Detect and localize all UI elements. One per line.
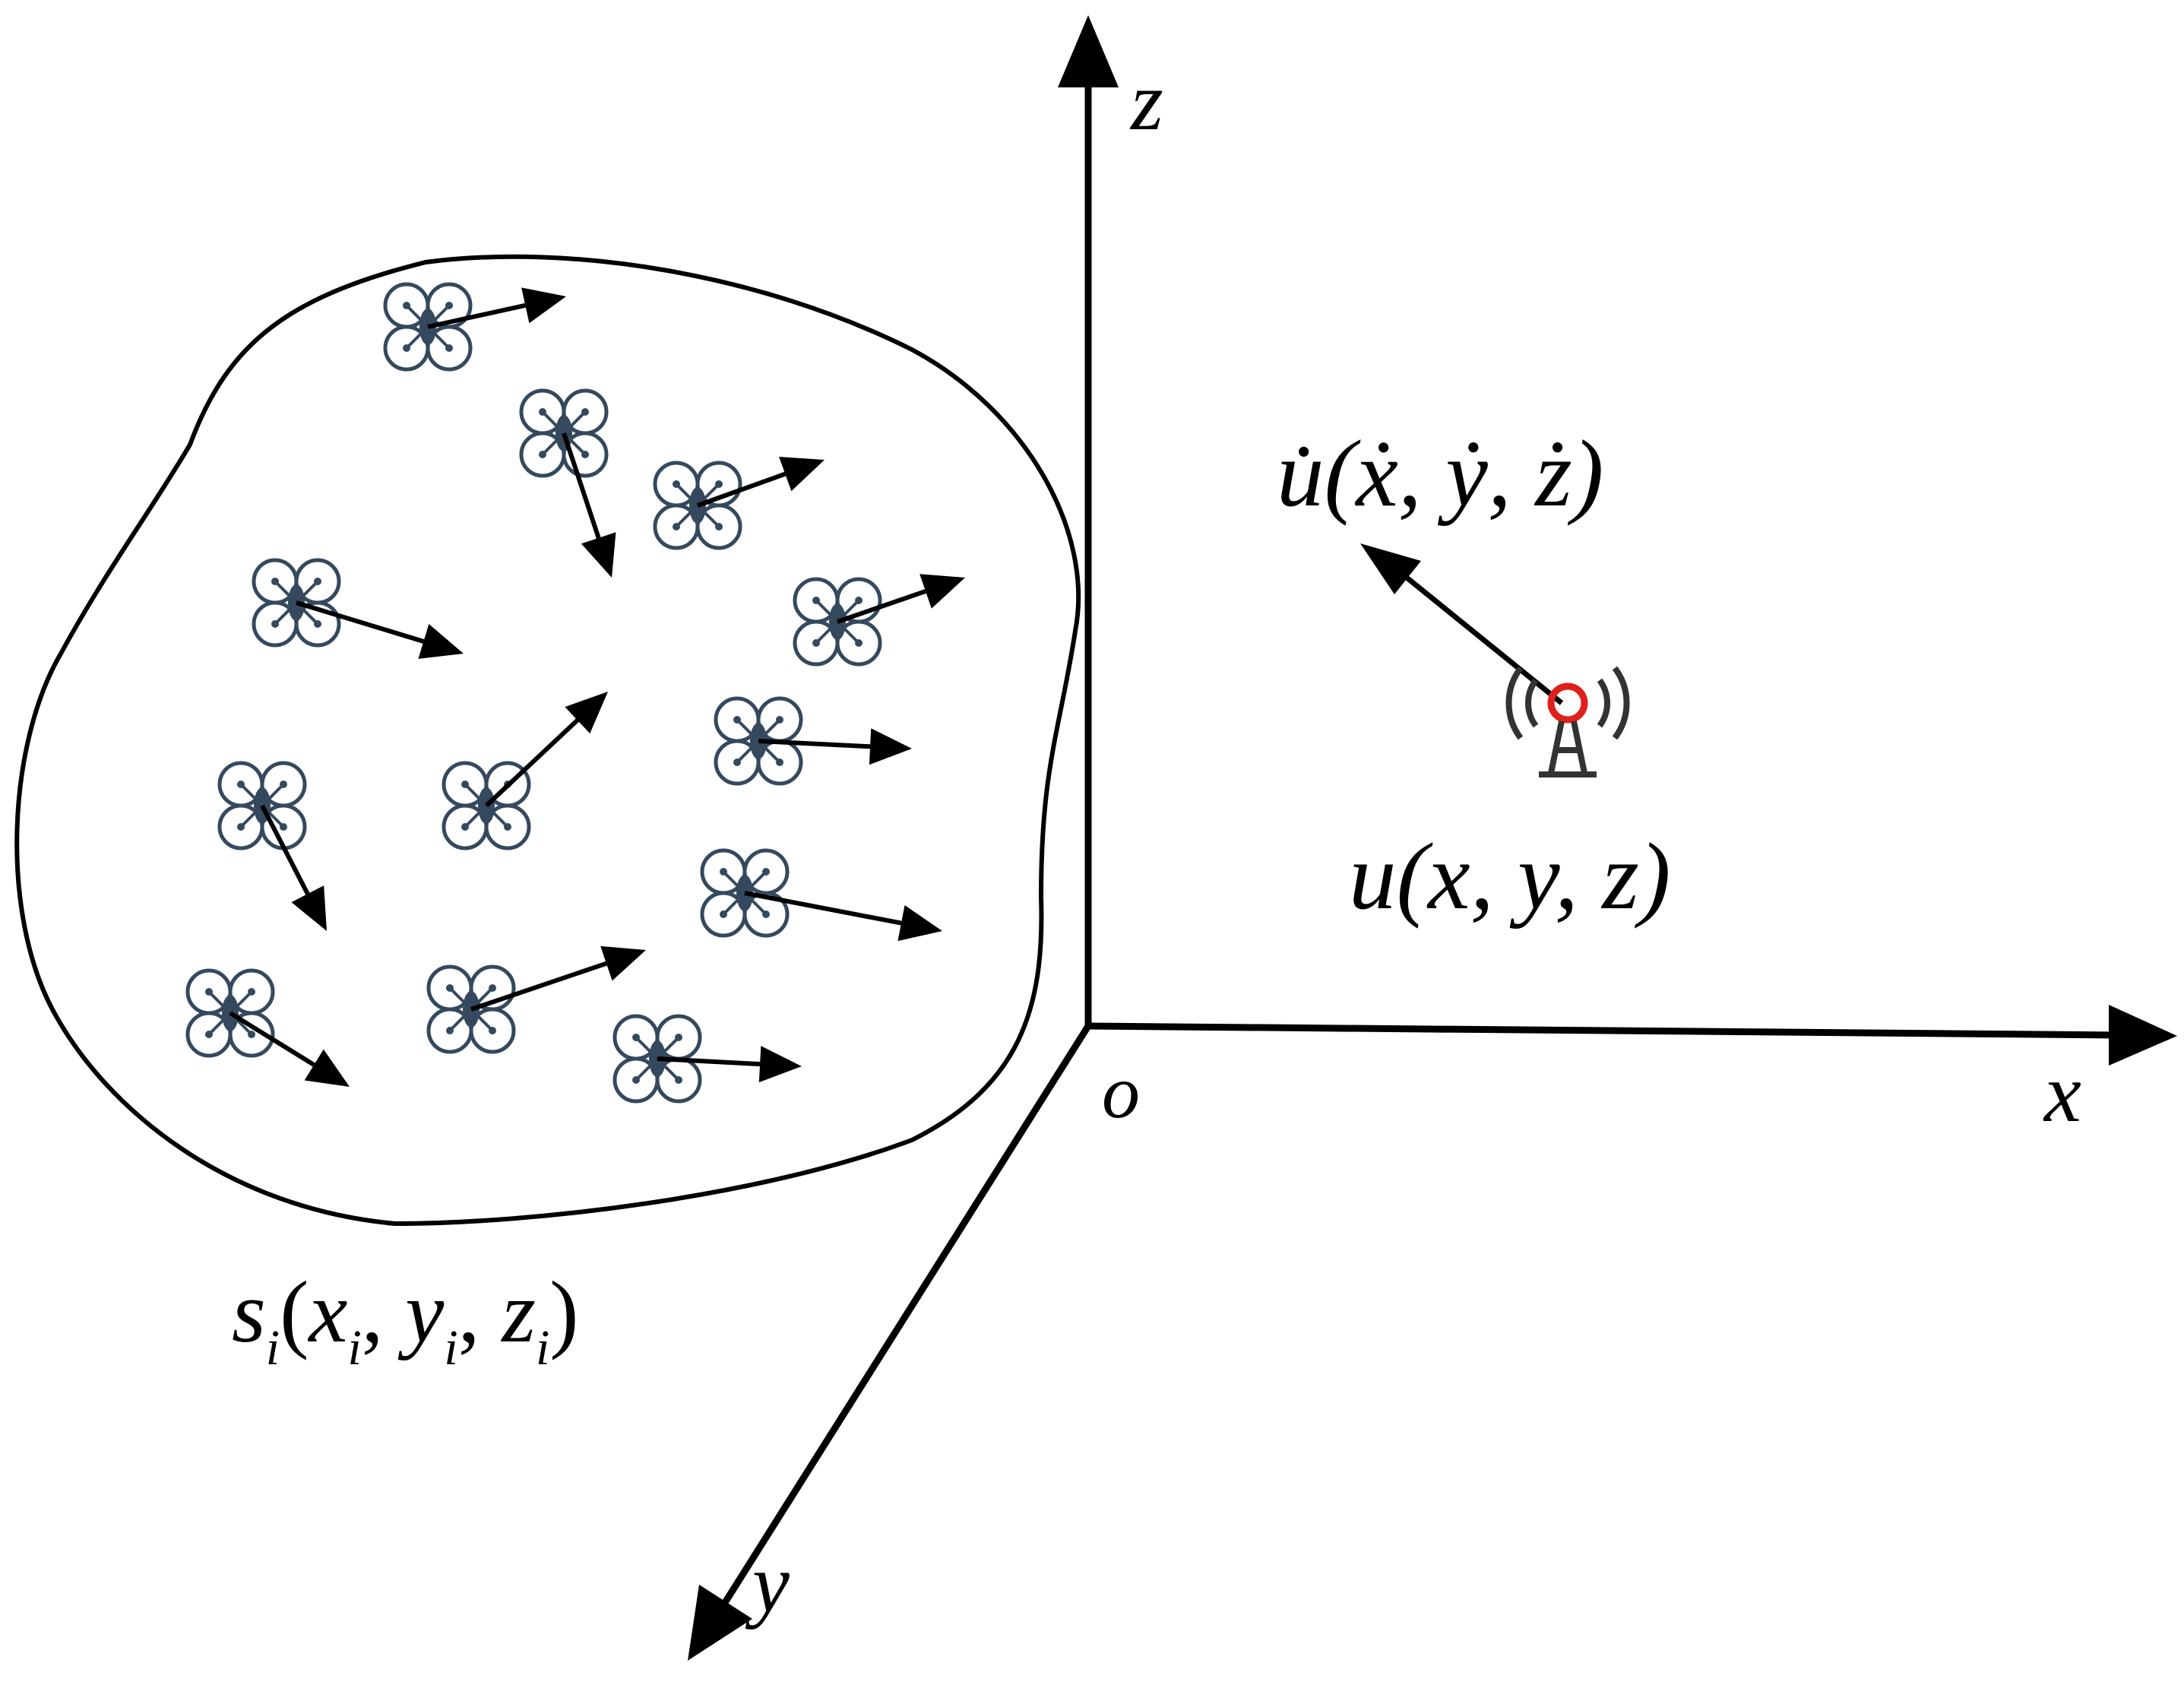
drone-3: [655, 457, 825, 548]
swarm-label-sub: i: [266, 1320, 280, 1376]
drone-velocity-arrow: [837, 589, 926, 624]
drone-6: [716, 698, 912, 784]
swarm-position-label: si(xi, yi, zi): [232, 1264, 579, 1376]
drone-velocity-arrow: [427, 302, 526, 329]
drone-velocity-arrowhead: [304, 1049, 350, 1087]
z-axis-arrowhead: [1058, 15, 1119, 87]
drone-velocity-arrowhead: [919, 574, 965, 609]
drone-velocity-arrowhead: [600, 945, 646, 981]
drone-12: [615, 1016, 802, 1101]
target-velocity-arrow: [1360, 543, 1564, 705]
y-axis-arrowhead: [688, 1585, 752, 1661]
drone-velocity-arrowhead: [869, 728, 912, 765]
drone-9: [702, 850, 942, 942]
target-position-label: u(x, y, z): [1349, 825, 1670, 930]
drone-velocity-arrow: [657, 1056, 761, 1067]
drone-swarm: [188, 284, 965, 1101]
swarm-arg-z: z: [500, 1264, 536, 1360]
drone-velocity-arrowhead: [779, 457, 825, 492]
drone-velocity-arrow: [744, 891, 902, 926]
drone-velocity-arrow: [296, 600, 425, 644]
drone-4: [254, 560, 464, 659]
drone-velocity-arrowhead: [565, 692, 608, 734]
drone-velocity-arrow: [484, 718, 579, 808]
drone-velocity-arrowhead: [291, 885, 327, 931]
drone-5: [795, 574, 965, 664]
drone-8: [444, 692, 608, 848]
origin-label: o: [1102, 1050, 1140, 1134]
swarm-label-base: s: [232, 1264, 266, 1360]
radio-tower-icon: [1505, 666, 1630, 777]
swarm-region-boundary: [14, 254, 1081, 1227]
x-axis-arrowhead: [2109, 1005, 2177, 1066]
z-axis-label: z: [1129, 55, 1163, 147]
coordinate-axes: [688, 15, 2177, 1661]
drone-velocity-arrow: [260, 804, 310, 895]
drone-velocity-arrowhead: [581, 532, 616, 578]
drone-1: [385, 284, 566, 369]
swarm-arg-y: y: [397, 1264, 445, 1360]
drone-velocity-arrowhead: [418, 624, 464, 659]
drone-10: [188, 971, 350, 1087]
target-velocity-label: u̇(ẋ, ẏ, ż): [1277, 422, 1603, 527]
drone-2: [521, 391, 616, 578]
drone-11: [429, 945, 646, 1052]
swarm-arg-x: x: [307, 1264, 347, 1360]
drone-velocity-arrow: [696, 471, 787, 508]
x-axis-label: x: [2043, 1047, 2081, 1139]
y-axis-label: y: [745, 1537, 790, 1629]
drone-velocity-arrow: [562, 432, 601, 539]
drone-velocity-arrowhead: [521, 287, 566, 324]
drone-velocity-arrow: [470, 961, 607, 1012]
drone-velocity-arrowhead: [897, 905, 942, 942]
drone-velocity-arrowhead: [758, 1046, 802, 1083]
x-axis-line: [1087, 1022, 2121, 1039]
drone-velocity-arrow: [229, 1011, 315, 1067]
drone-velocity-arrow: [758, 739, 871, 749]
y-axis-line: [719, 1024, 1091, 1610]
drone-7: [220, 763, 327, 931]
